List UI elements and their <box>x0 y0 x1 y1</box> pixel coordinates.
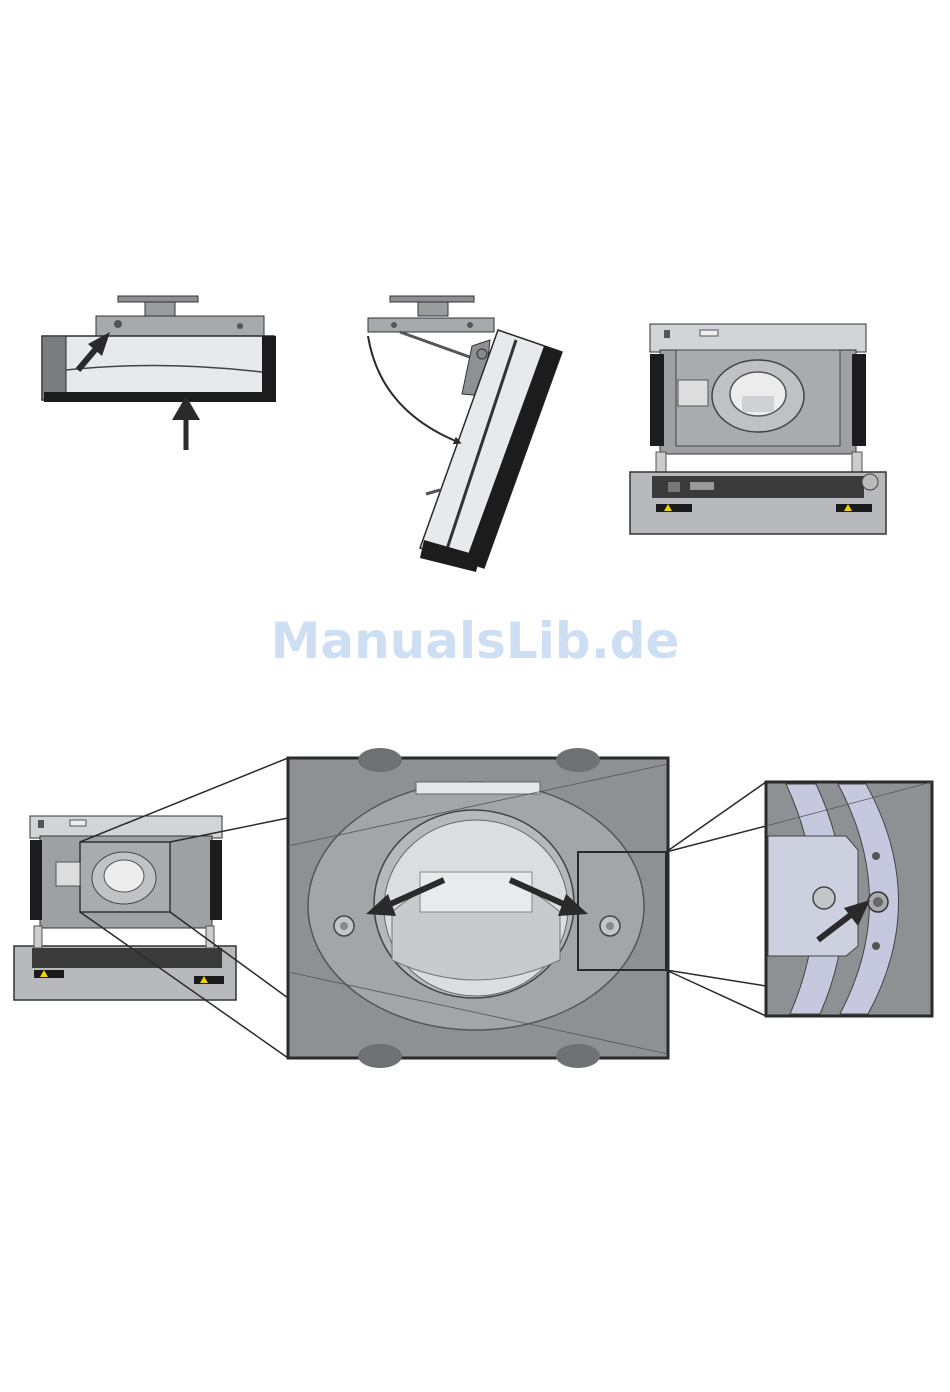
step-3-front-view <box>630 324 886 534</box>
step-2-projector-open <box>368 296 562 572</box>
step-1-projector-closed <box>42 296 276 450</box>
release-arrow-icon <box>172 396 200 450</box>
step-4-detail <box>14 748 932 1068</box>
swing-arc-icon <box>368 336 458 442</box>
watermark: ManualsLib.de <box>0 612 950 670</box>
